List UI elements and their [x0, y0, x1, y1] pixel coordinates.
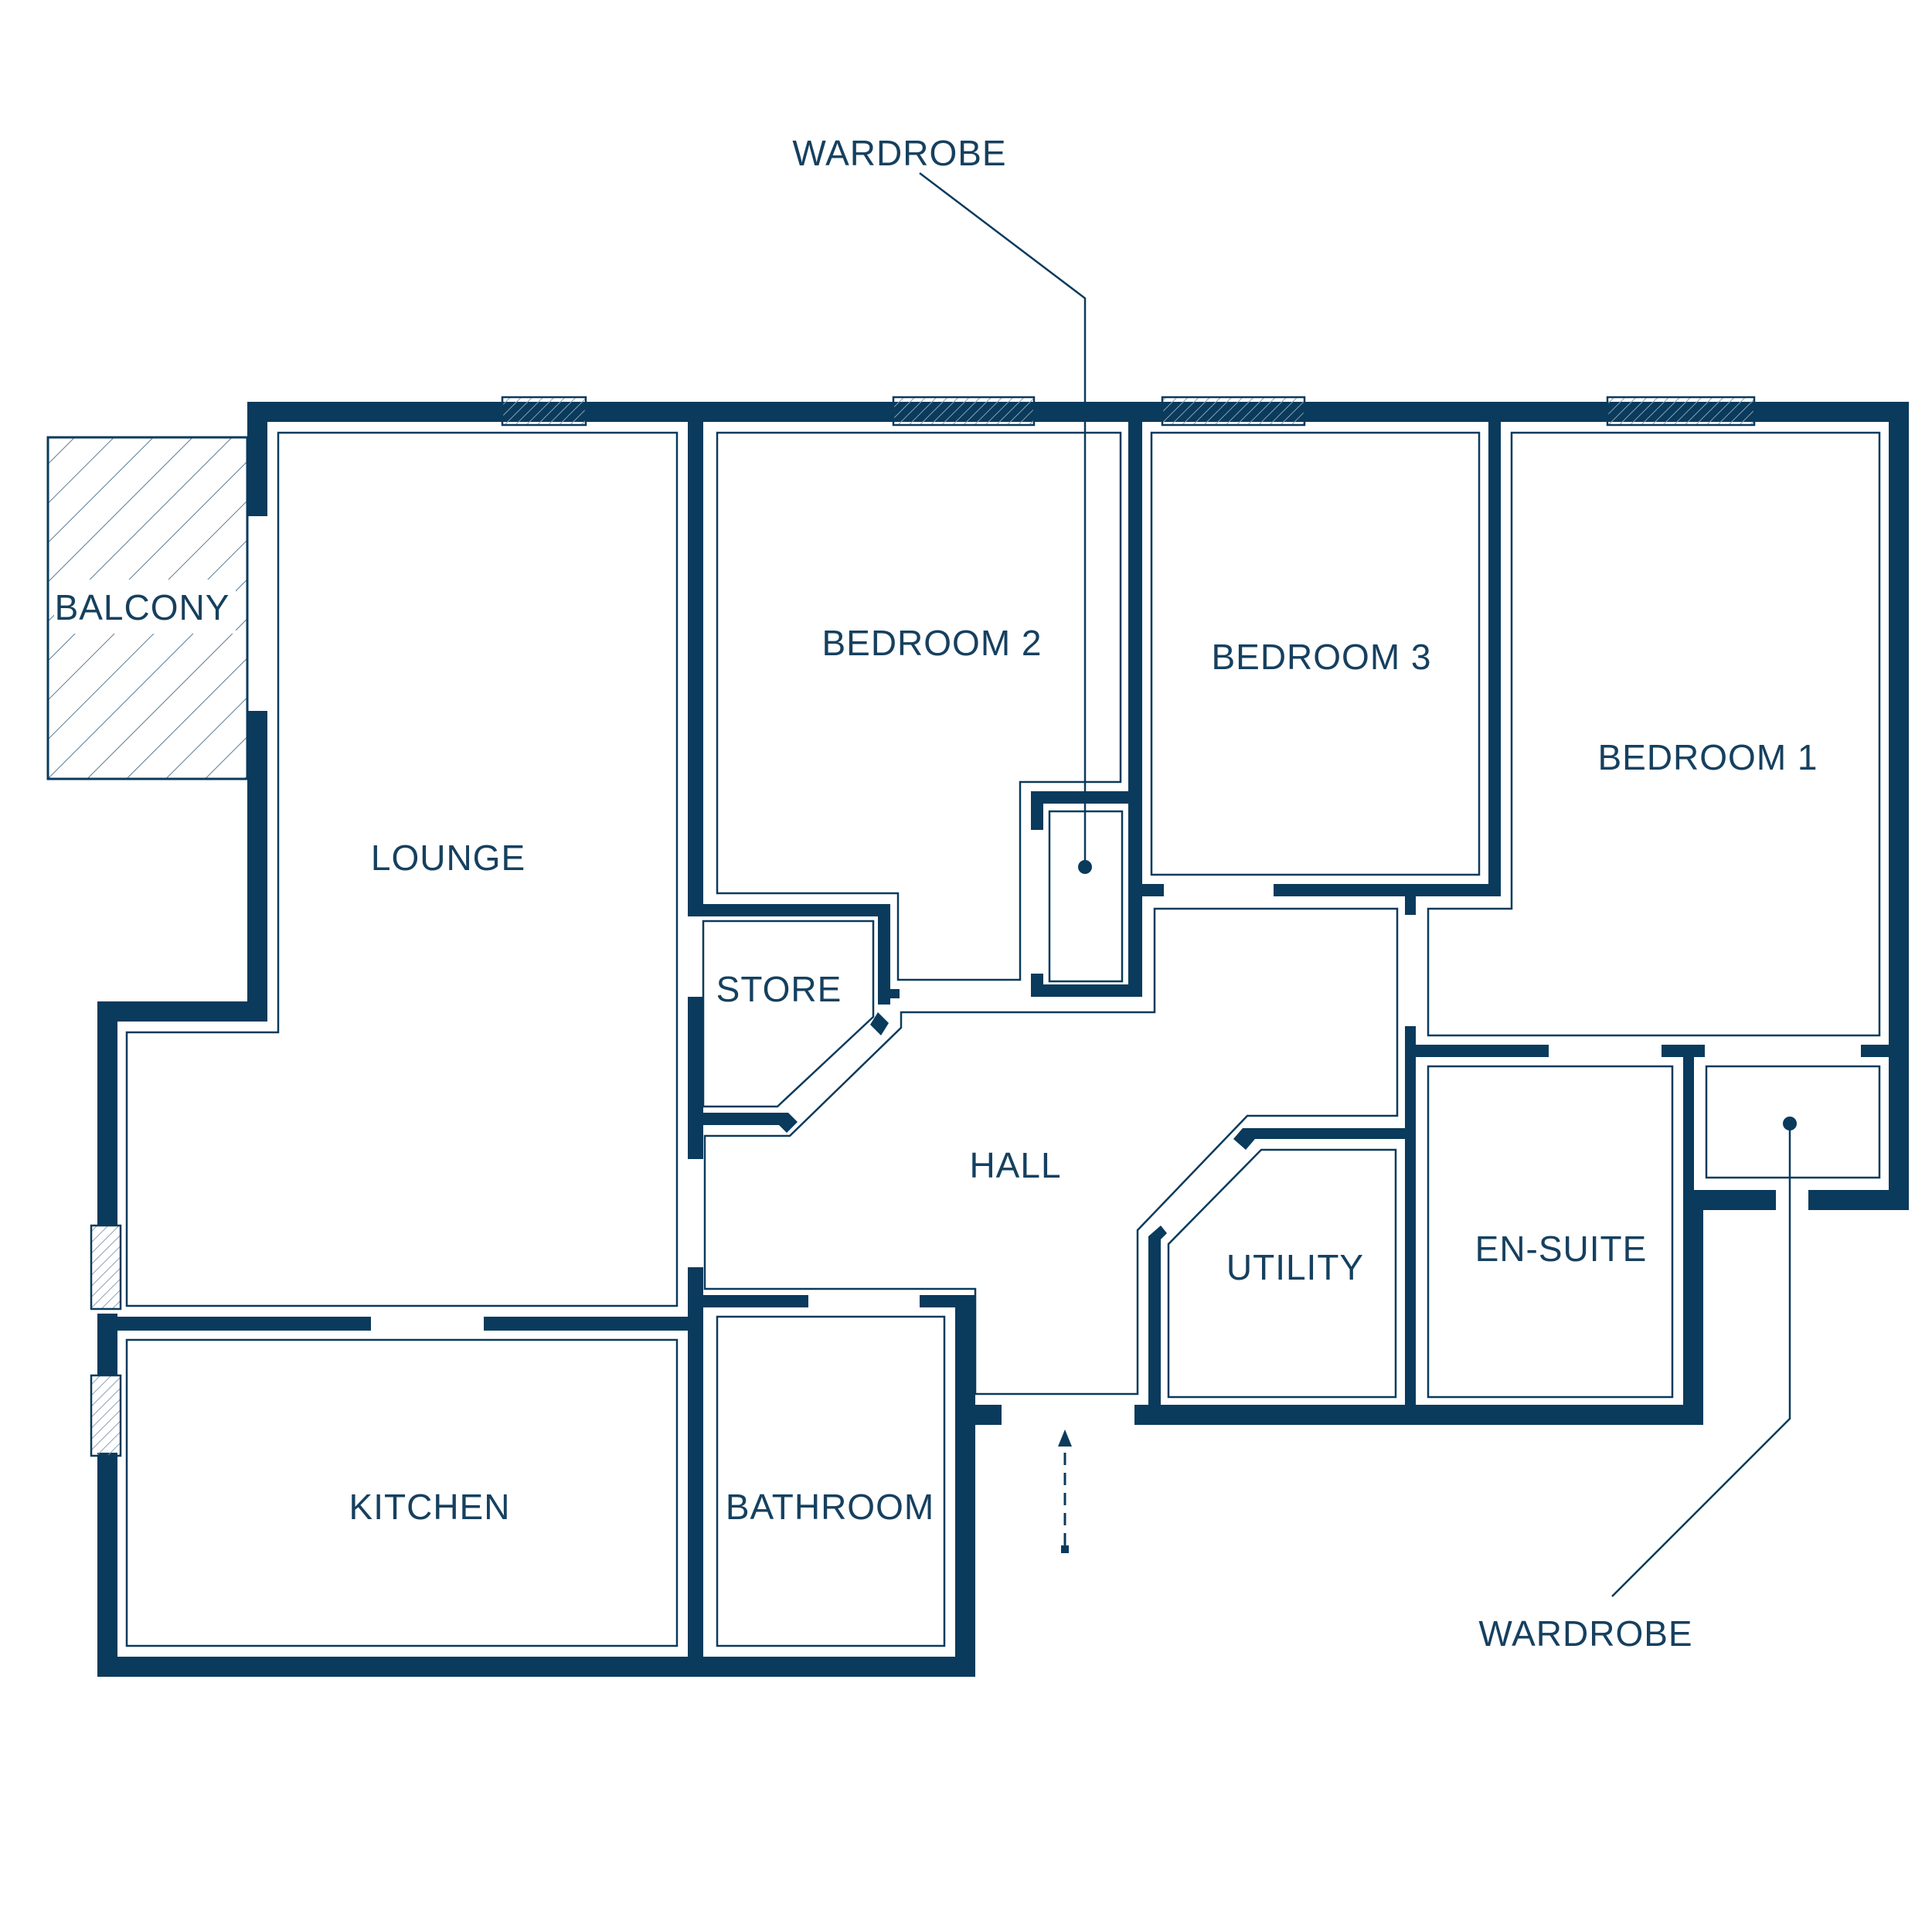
- balcony-label: BALCONY: [55, 587, 230, 627]
- ensuite-label: EN-SUITE: [1475, 1229, 1648, 1269]
- wardrobe-bottom-label: WARDROBE: [1478, 1613, 1692, 1654]
- bathroom-label: BATHROOM: [726, 1487, 934, 1527]
- window-icon: [1161, 396, 1306, 427]
- wardrobe-top-leader: [919, 172, 1092, 874]
- wardrobe-top-label: WARDROBE: [792, 133, 1006, 173]
- bedroom1-label: BEDROOM 1: [1597, 737, 1818, 777]
- window-icon: [892, 396, 1036, 427]
- window-icon: [1606, 396, 1756, 427]
- hall-label: HALL: [969, 1145, 1061, 1185]
- window-icon: [501, 396, 587, 427]
- balcony: [46, 436, 249, 780]
- kitchen-label: KITCHEN: [349, 1487, 511, 1527]
- store-label: STORE: [716, 969, 842, 1009]
- utility-label: UTILITY: [1226, 1247, 1364, 1287]
- bedroom2-label: BEDROOM 2: [821, 623, 1042, 663]
- wardrobe-bottom-leader: [1611, 1117, 1797, 1597]
- dashed-arrow-up-icon: [1058, 1430, 1072, 1553]
- window-icon: [90, 1374, 122, 1457]
- walls: [97, 402, 1909, 1677]
- wardrobe-pin-icon: [1783, 1117, 1797, 1130]
- lounge-label: LOUNGE: [371, 838, 526, 878]
- windows: [90, 396, 1756, 1457]
- window-icon: [90, 1224, 122, 1311]
- bedroom3-label: BEDROOM 3: [1211, 637, 1431, 677]
- room-outlines: [125, 431, 1881, 1647]
- wardrobe-pin-icon: [1078, 860, 1092, 874]
